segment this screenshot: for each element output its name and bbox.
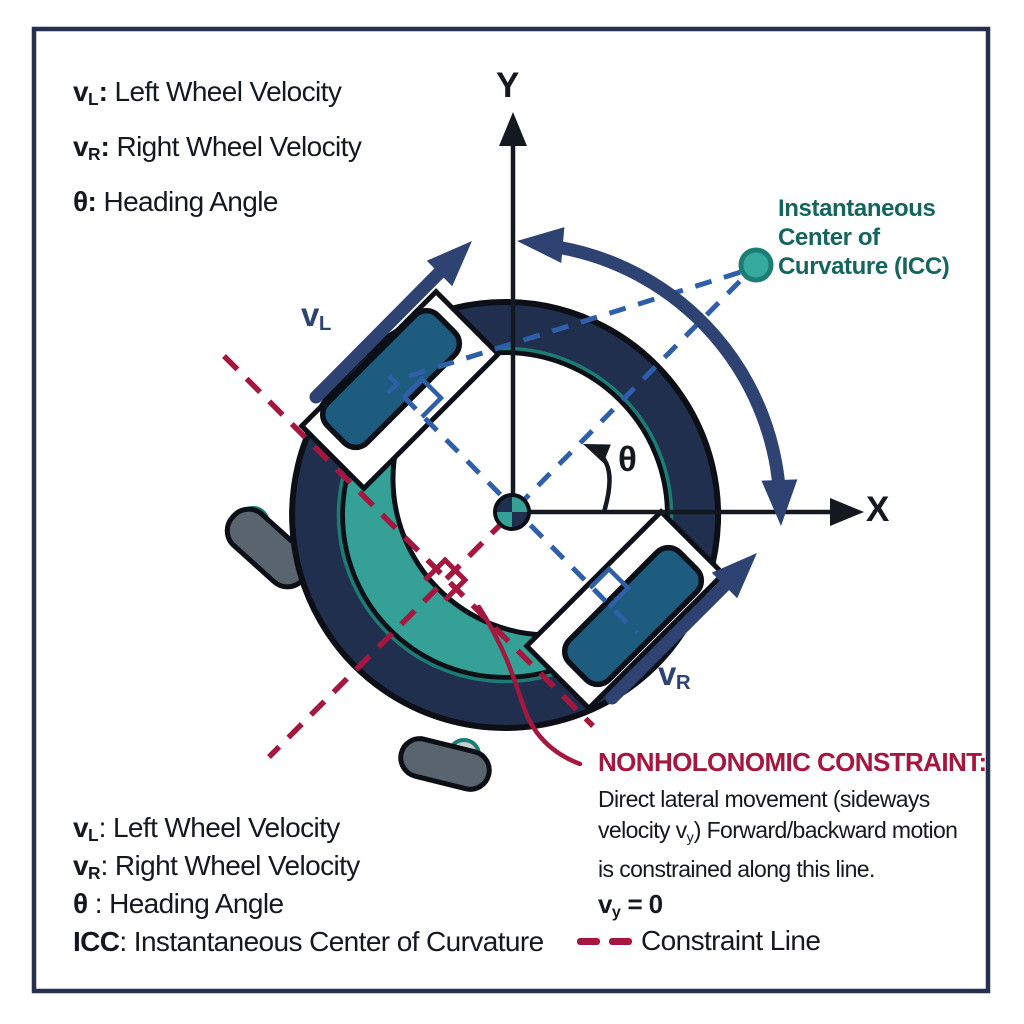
rotation-arc-arrowhead-top-icon (517, 227, 565, 263)
vl-label: vL (301, 296, 332, 335)
right-angle-marker-left-wheel (401, 375, 445, 419)
rotation-arc-arrow (555, 240, 787, 505)
constraint-dashed-line-through-origin (267, 518, 507, 759)
legend-item: vR: Right Wheel Velocity (73, 131, 362, 164)
vl-arrowhead-icon (426, 241, 472, 287)
y-axis-arrowhead-icon (499, 112, 527, 146)
constraint-line-legend-label: Constraint Line (641, 925, 821, 956)
vr-arrowhead-icon (711, 553, 757, 599)
legend-item: ICC: Instantaneous Center of Curvature (73, 926, 544, 957)
theta-arc-arrowhead-icon (583, 444, 611, 464)
legend-item: θ : Heading Angle (73, 888, 284, 919)
constraint-dashed-line-parallel (222, 354, 595, 728)
note-leader-curve (476, 604, 583, 767)
icc-point-icon (738, 247, 774, 283)
note-line: velocity vy) Forward/backward motion (598, 817, 958, 846)
constraint-line-legend: Constraint Line (577, 925, 821, 957)
right-angle-marker-right-wheel (588, 565, 632, 609)
vr-label: vR (658, 655, 691, 694)
vl-arrow (309, 262, 450, 404)
note-line: is constrained along this line. (598, 856, 875, 882)
y-axis-label: Y (496, 66, 519, 105)
legend-item: θ: Heading Angle (73, 186, 278, 217)
red-dash-icon (609, 937, 632, 945)
legend-item: vL: Left Wheel Velocity (73, 812, 340, 845)
note-title: NONHOLONOMIC CONSTRAINT: (598, 747, 987, 777)
heading-dashed-line (515, 275, 746, 509)
theta-label: θ (618, 440, 637, 479)
legend-item: vR: Right Wheel Velocity (73, 850, 360, 883)
frame-border (31, 26, 991, 994)
right-angle-marker-left-small (386, 374, 401, 395)
rotation-arc-arrowhead-bottom-icon (761, 479, 798, 526)
nonholonomic-note: NONHOLONOMIC CONSTRAINT: Direct lateral … (598, 747, 998, 922)
origin-marker (493, 493, 531, 531)
note-equation: vy = 0 (598, 889, 663, 921)
x-axis-arrowhead-icon (830, 498, 864, 526)
right-angle-marker-constraint (423, 556, 469, 602)
red-dash-icon (577, 937, 600, 945)
x-axis-label: X (866, 490, 889, 529)
legend-bottom: vL: Left Wheel Velocity vR: Right Wheel … (73, 812, 544, 964)
caster-wheel-bottom (398, 736, 492, 792)
vr-arrow (605, 572, 738, 705)
icc-label: Instantaneous Center of Curvature (ICC) (778, 195, 950, 280)
note-line: Direct lateral movement (sideways (598, 786, 930, 812)
legend-top: vL:: Left Wheel Velocity Left Wheel Velo… (73, 76, 362, 241)
right-wheel (561, 544, 705, 688)
legend-item: vL:: Left Wheel Velocity Left Wheel Velo… (73, 76, 342, 109)
